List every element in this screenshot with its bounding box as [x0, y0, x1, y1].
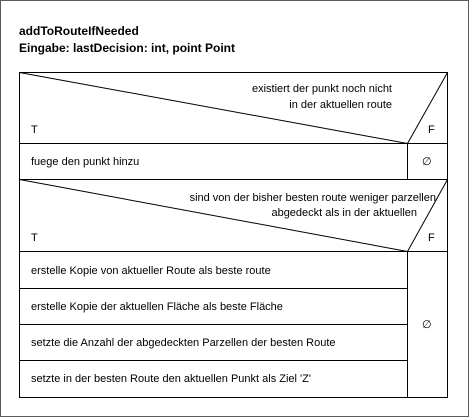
- outer-then-statement: fuege den punkt hinzu: [31, 156, 140, 168]
- inner-then-statement: setzte in der besten Route den aktuellen…: [31, 373, 311, 385]
- outer-false-label: F: [428, 124, 435, 136]
- outer-else-empty-symbol: ∅: [422, 156, 432, 168]
- inner-condition-diag-left: [19, 179, 408, 252]
- inner-condition-line2: abgedeckt als in der aktuellen: [271, 207, 417, 219]
- inner-then-statement: setzte die Anzahl der abgedeckten Parzel…: [31, 337, 336, 349]
- structogram-border: [19, 72, 448, 398]
- outer-condition-diag-right: [407, 72, 448, 144]
- method-name: addToRouteIfNeeded: [19, 24, 139, 38]
- outer-true-label: T: [31, 124, 38, 136]
- outer-condition-line2: in der aktuellen route: [289, 99, 392, 111]
- inner-true-label: T: [31, 232, 38, 244]
- inner-else-empty-symbol: ∅: [422, 319, 432, 331]
- inner-false-label: F: [428, 232, 435, 244]
- inner-condition-line1: sind von der bisher besten route weniger…: [189, 192, 436, 204]
- inner-condition-diag-right: [407, 179, 448, 252]
- inner-then-statement: erstelle Kopie der aktuellen Fläche als …: [31, 301, 283, 313]
- input-params: Eingabe: lastDecision: int, point Point: [19, 41, 236, 55]
- outer-condition-line1: existiert der punkt noch nicht: [251, 83, 392, 95]
- inner-then-statement: erstelle Kopie von aktueller Route als b…: [31, 265, 271, 277]
- outer-condition-diag-left: [19, 72, 408, 144]
